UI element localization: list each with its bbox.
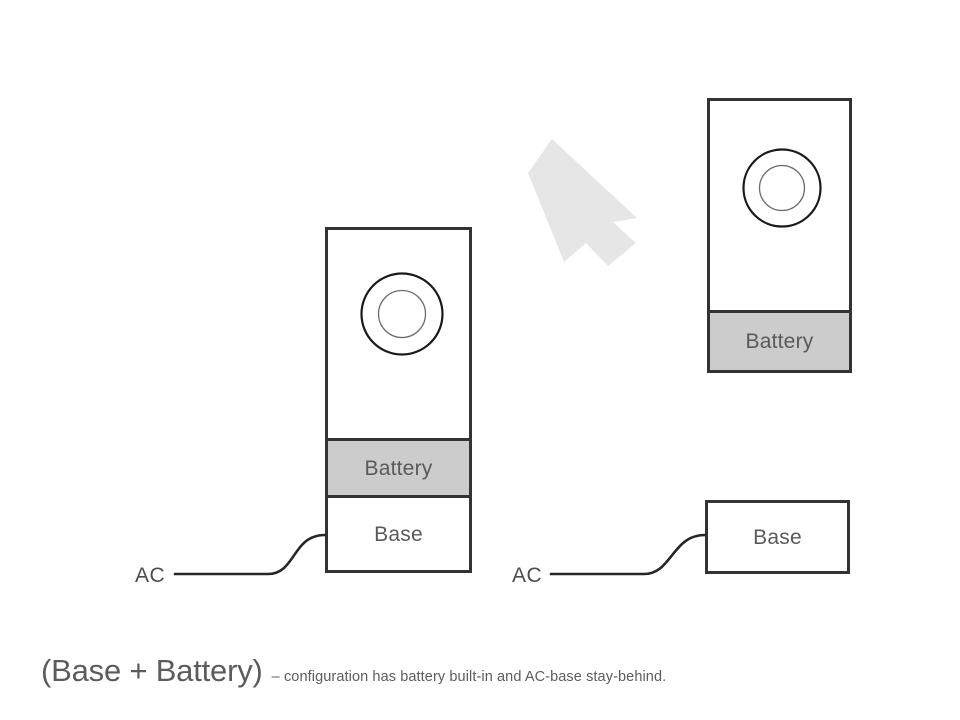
speaker-ring-icon (742, 148, 822, 228)
right-ac-label: AC (512, 564, 543, 587)
speaker-ring-icon (360, 272, 444, 356)
right-ac-cable (549, 533, 707, 576)
caption-description: – configuration has battery built-in and… (271, 669, 667, 685)
left-base-label: Base (374, 522, 423, 546)
left-battery-segment: Battery (328, 438, 469, 498)
right-battery-segment: Battery (710, 310, 849, 370)
left-ac-label: AC (135, 564, 166, 587)
right-base-label: Base (753, 525, 802, 549)
left-battery-label: Battery (364, 456, 433, 480)
caption: (Base + Battery) – configuration has bat… (41, 655, 666, 686)
caption-title: (Base + Battery) (41, 653, 263, 688)
right-battery-label: Battery (745, 330, 814, 353)
right-device-detached: Battery (707, 98, 852, 373)
left-device-assembled: Battery Base (325, 227, 472, 573)
left-base-segment: Base (328, 498, 469, 570)
left-ac-cable (173, 533, 327, 576)
right-base-box: Base (705, 500, 850, 574)
